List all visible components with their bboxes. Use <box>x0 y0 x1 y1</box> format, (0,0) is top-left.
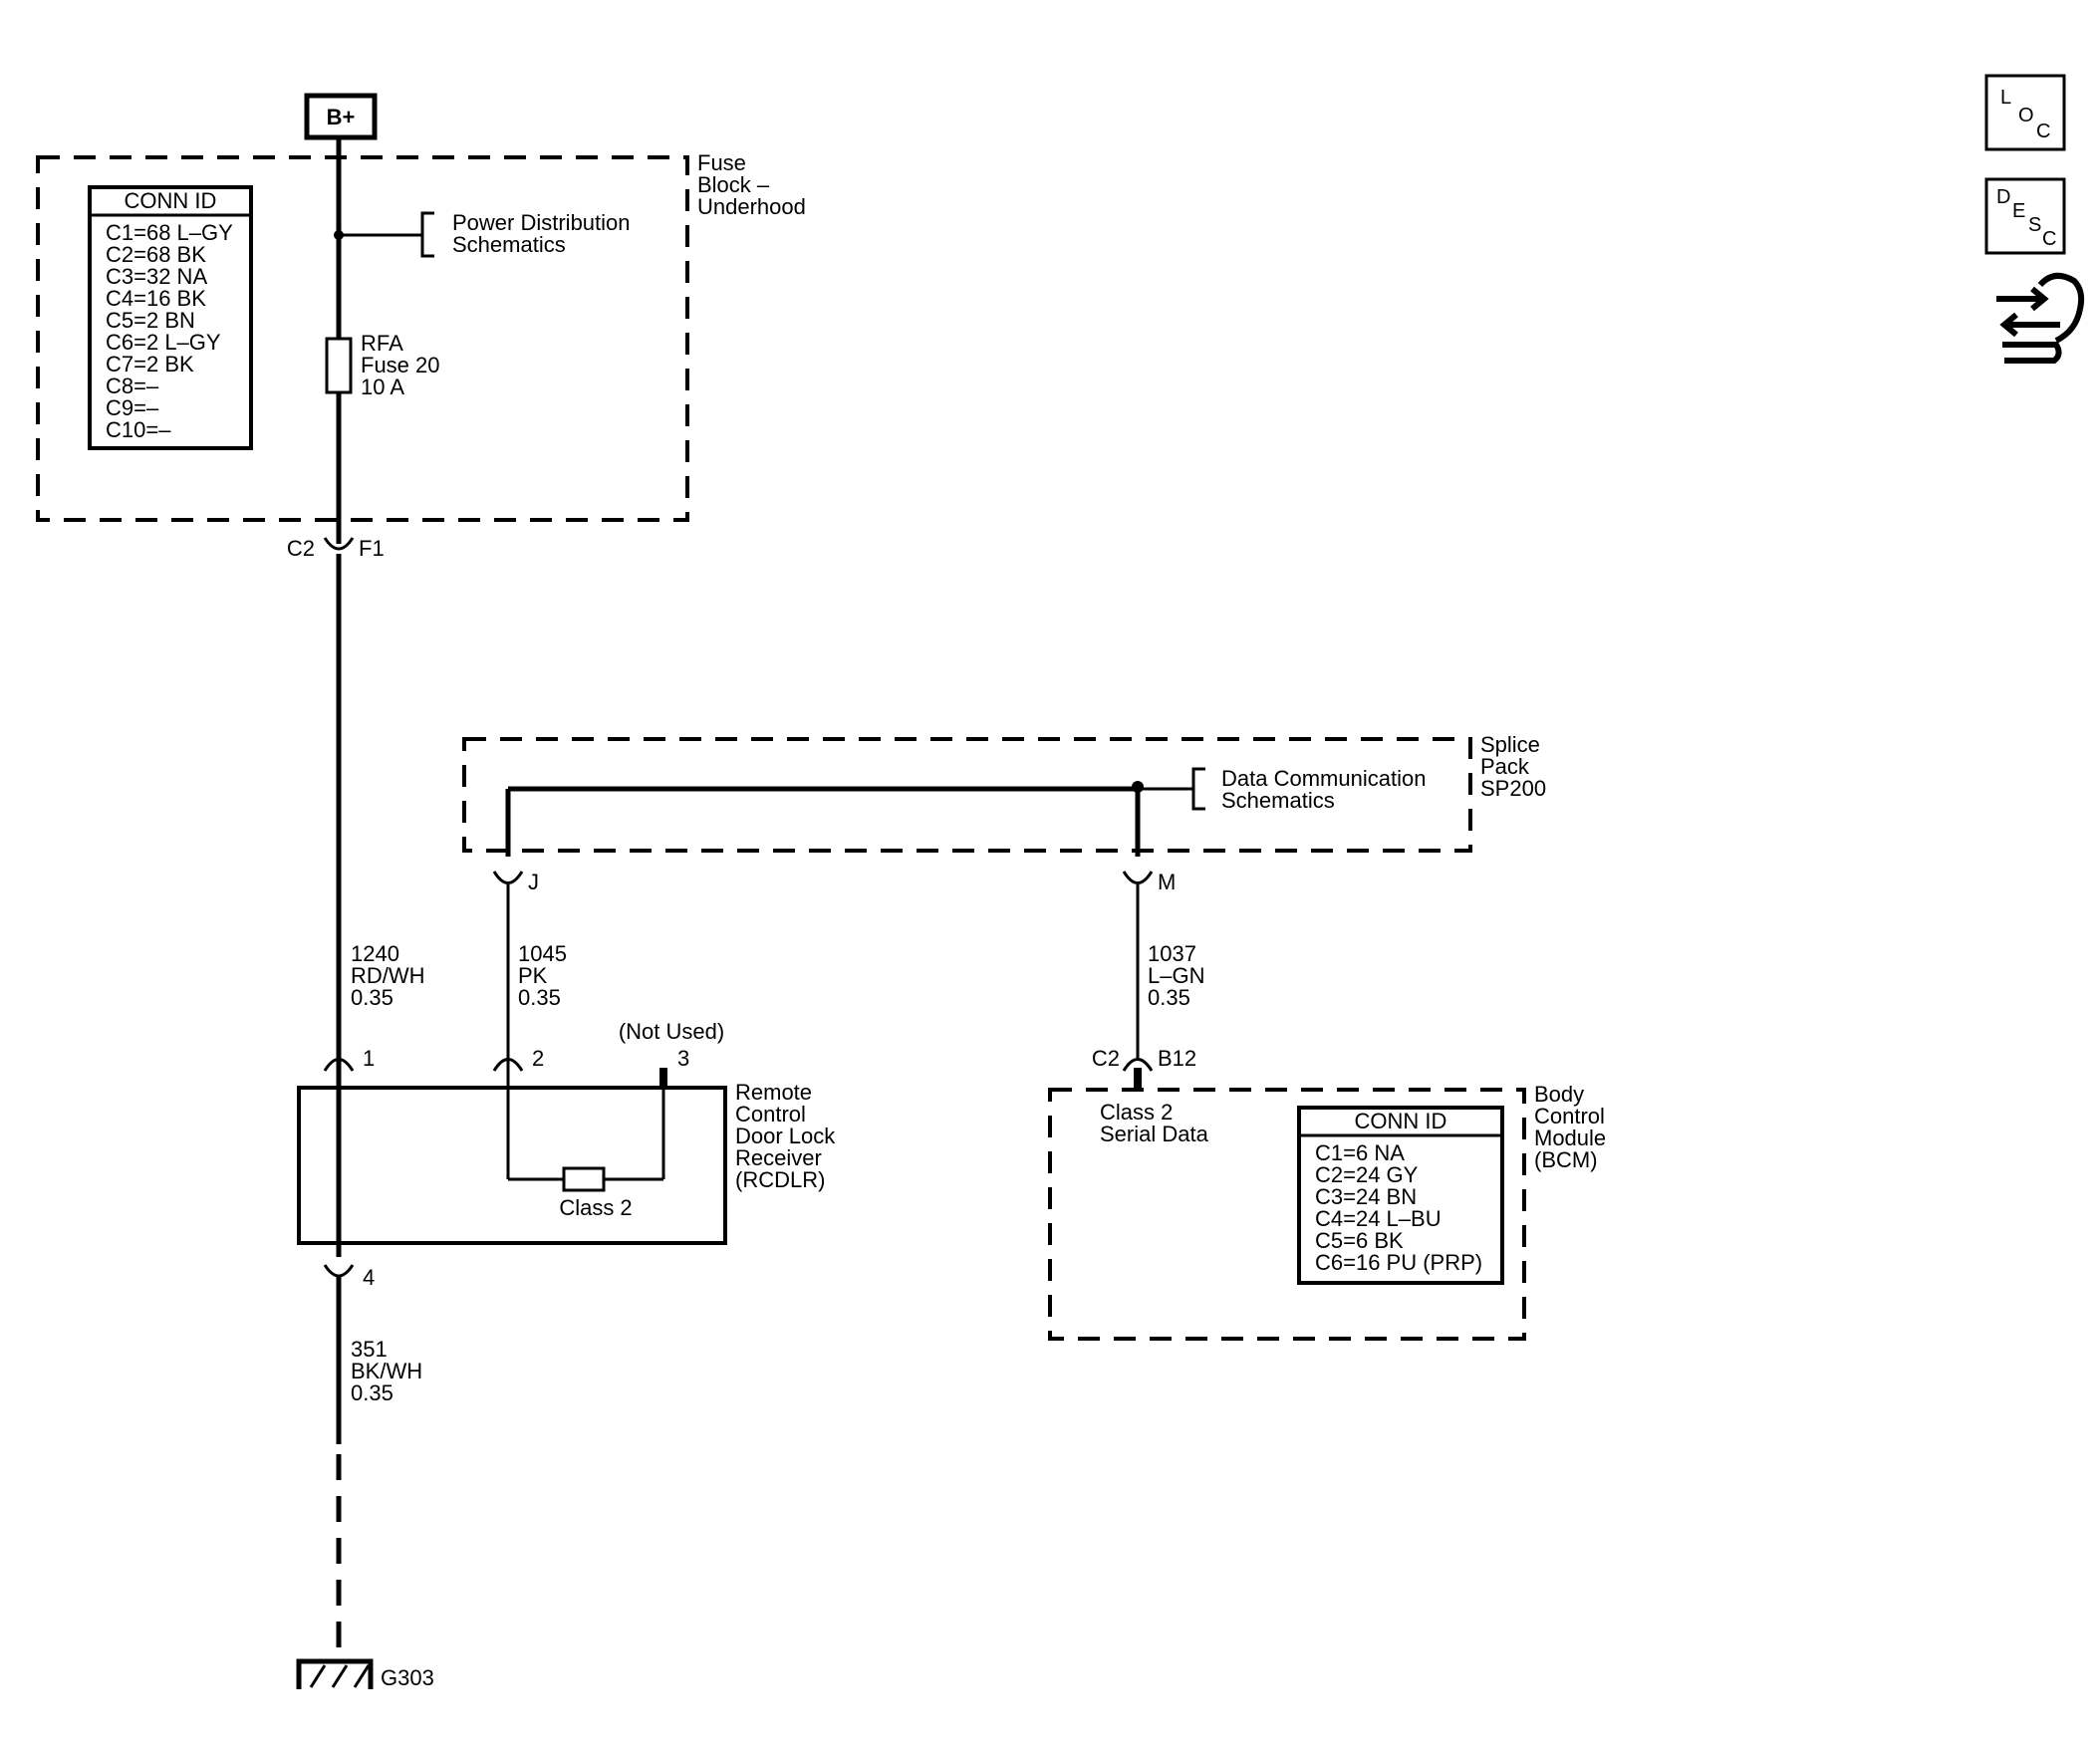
class-2-resistor <box>562 1166 606 1192</box>
ground-label: G303 <box>381 1665 434 1690</box>
svg-text:O: O <box>2018 105 2034 126</box>
description-button[interactable]: D E S C <box>1984 177 2066 255</box>
bcm-connector-b12-label: B12 <box>1158 1046 1196 1071</box>
fuse-block-underhood: Fuse Block – Underhood CONN ID C1=68 L–G… <box>36 150 806 522</box>
pin-1-label: 1 <box>363 1046 375 1071</box>
fuse-block-conn-id-table: CONN ID C1=68 L–GY C2=68 BK C3=32 NA C4=… <box>88 185 253 450</box>
connector-f1-label: F1 <box>359 536 385 561</box>
power-distribution-bracket <box>420 211 434 258</box>
fuse-block-outline <box>36 155 689 522</box>
pin-3-not-used-label: (Not Used) <box>619 1019 724 1044</box>
connector-c2-f1: C2 F1 <box>287 536 385 561</box>
connector-pin-m: M <box>1122 870 1176 894</box>
pin-j-label: J <box>528 870 539 894</box>
battery-positive-label: B+ <box>327 105 356 129</box>
splice-pack-sp200: Splice Pack SP200 Data Communication Sch… <box>462 732 1546 857</box>
rcdlr-body <box>297 1086 727 1245</box>
location-button[interactable]: L O C <box>1984 74 2066 151</box>
svg-text:S: S <box>2028 214 2041 236</box>
ground-icon <box>296 1658 374 1689</box>
bcm-circuit-label: Class 2 Serial Data <box>1100 1100 1209 1146</box>
svg-text:D: D <box>1996 186 2010 208</box>
pin-4-label: 4 <box>363 1265 375 1290</box>
data-communication-bracket <box>1191 767 1205 811</box>
connector-pin-j: J <box>492 870 539 894</box>
wire-1045-label: 1045 PK 0.35 <box>518 941 573 1010</box>
fuse-symbol <box>325 337 353 394</box>
fuse-label: RFA Fuse 20 10 A <box>361 331 446 399</box>
pin-3-label: 3 <box>677 1046 689 1071</box>
fuse-block-conn-id-list: C1=68 L–GY C2=68 BK C3=32 NA C4=16 BK C5… <box>106 220 239 442</box>
connector-end-view-icon[interactable] <box>1996 272 2085 364</box>
body-control-module: C2 B12 Body Control Module (BCM) Class 2… <box>1048 1046 1612 1341</box>
power-distribution-reference[interactable]: Power Distribution Schematics <box>452 210 637 257</box>
svg-text:E: E <box>2012 200 2025 222</box>
bcm-outline <box>1048 1088 1526 1341</box>
splice-pack-name: Splice Pack SP200 <box>1480 732 1546 801</box>
bcm-connector-c2-label: C2 <box>1092 1046 1120 1071</box>
pin-2-label: 2 <box>532 1046 544 1071</box>
wire-1240-label: 1240 RD/WH 0.35 <box>351 941 431 1010</box>
remote-control-door-lock-receiver: Remote Control Door Lock Receiver (RCDLR… <box>297 1019 841 1290</box>
fuse-block-conn-id-title: CONN ID <box>125 188 217 213</box>
connector-c2-label: C2 <box>287 536 315 561</box>
class-2-internal-label: Class 2 <box>559 1195 632 1220</box>
ground-g303: G303 <box>296 1658 434 1690</box>
wire-351-label: 351 BK/WH 0.35 <box>351 1337 428 1405</box>
battery-positive-source: B+ <box>304 93 378 140</box>
splice-pack-outline <box>462 737 1472 853</box>
bcm-conn-id-list: C1=6 NA C2=24 GY C3=24 BN C4=24 L–BU C5=… <box>1315 1140 1482 1275</box>
svg-text:L: L <box>2000 87 2011 109</box>
rcdlr-name: Remote Control Door Lock Receiver (RCDLR… <box>735 1080 841 1192</box>
fuse-block-name: Fuse Block – Underhood <box>697 150 806 219</box>
bcm-name: Body Control Module (BCM) <box>1534 1082 1612 1172</box>
connector-c2-b12 <box>1122 1058 1154 1072</box>
svg-text:C: C <box>2036 121 2050 142</box>
svg-text:C: C <box>2042 228 2056 250</box>
data-splice-dot <box>1132 781 1144 793</box>
pin-m-label: M <box>1158 870 1176 894</box>
data-communication-reference[interactable]: Data Communication Schematics <box>1221 766 1433 813</box>
pin-4-connector <box>323 1264 355 1278</box>
wire-1037-label: 1037 L–GN 0.35 <box>1148 941 1211 1010</box>
bcm-conn-id-table: CONN ID C1=6 NA C2=24 GY C3=24 BN C4=24 … <box>1297 1106 1504 1285</box>
bcm-conn-id-title: CONN ID <box>1355 1109 1447 1133</box>
